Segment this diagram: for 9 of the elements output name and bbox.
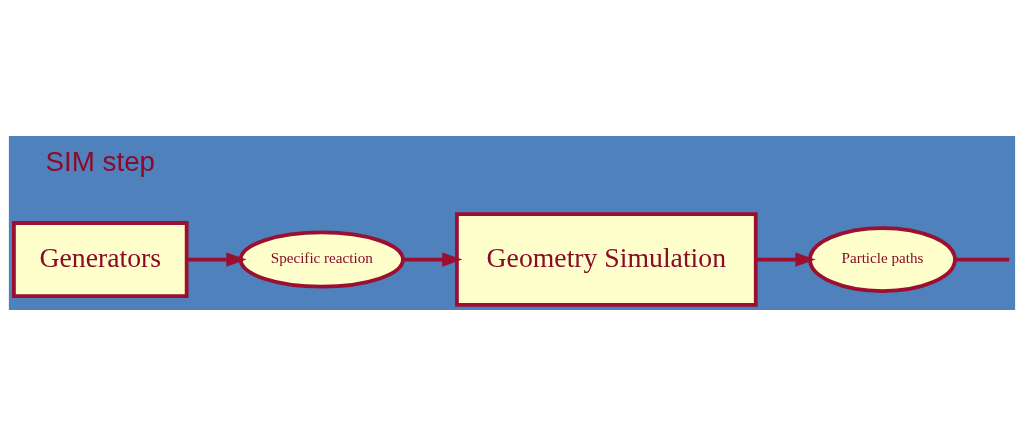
arrow bbox=[756, 252, 816, 267]
node-box: Generators bbox=[12, 220, 189, 298]
node-ellipse: Specific reaction bbox=[238, 230, 405, 289]
connector bbox=[955, 257, 1010, 261]
arrow bbox=[186, 252, 247, 267]
label: SIM step bbox=[45, 145, 155, 177]
arrow bbox=[402, 252, 463, 267]
node-ellipse: Particle paths bbox=[808, 225, 957, 293]
node-box: Geometry Simulation bbox=[455, 211, 758, 307]
